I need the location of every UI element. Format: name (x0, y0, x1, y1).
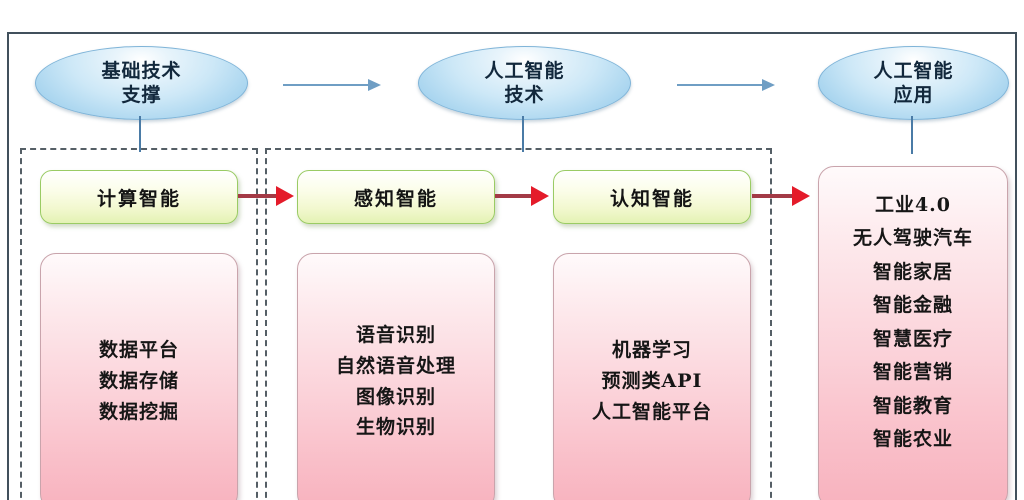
detail-list-cognition: 机器学习预测类API 人工智能平台 (592, 335, 712, 427)
detail-list-perception: 语音识别自然语音处理图像识别生物识别 (336, 320, 456, 443)
ellipse-technology-line1: 人工智能 (484, 59, 565, 82)
ellipse-technology-line2: 技术 (504, 84, 545, 106)
detail-list-computing: 数据平台数据存储数据挖掘 (99, 335, 179, 427)
capability-label-cognition: 认知智能 (609, 187, 694, 210)
detail-box-cognition[interactable]: 机器学习预测类API 人工智能平台 (553, 253, 751, 500)
arrow-foundation-to-technology-icon (283, 79, 381, 91)
detail-item: 智能农业 (872, 428, 953, 451)
detail-list-application: 工业4.0 无人驾驶汽车智能家居智能金融智慧医疗智能营销智能教育智能农业 (853, 189, 973, 457)
detail-item: 机器学习 (611, 339, 692, 362)
ellipse-application-line1: 人工智能 (873, 59, 954, 82)
capability-label-perception: 感知智能 (353, 187, 438, 210)
arrow-perception-to-cognition-icon (495, 186, 549, 206)
detail-item: 智能金融 (872, 294, 953, 317)
detail-item: 语音识别 (355, 323, 436, 346)
connector-stem-application (911, 116, 913, 154)
capability-label-computing: 计算智能 (96, 187, 181, 210)
capability-box-computing-intelligence[interactable]: 计算智能 (40, 170, 238, 224)
detail-item: 数据挖掘 (98, 400, 179, 423)
detail-item: 智能教育 (872, 394, 953, 417)
detail-box-computing[interactable]: 数据平台数据存储数据挖掘 (40, 253, 238, 500)
detail-item: 人工智能平台 (591, 400, 712, 423)
connector-stem-foundation (139, 116, 141, 152)
detail-item: 无人驾驶汽车 (852, 227, 973, 250)
arrow-technology-to-application-icon (677, 79, 775, 91)
detail-box-perception[interactable]: 语音识别自然语音处理图像识别生物识别 (297, 253, 495, 500)
ellipse-application-line2: 应用 (893, 84, 934, 106)
arrow-cognition-to-application-icon (752, 186, 810, 206)
ellipse-ai-technology[interactable]: 人工智能 技术 (418, 46, 631, 120)
detail-item: 智慧医疗 (872, 327, 953, 350)
dashed-region-technology (265, 148, 772, 500)
detail-item: 自然语音处理 (335, 354, 456, 377)
detail-item: 生物识别 (355, 416, 436, 439)
capability-box-cognition-intelligence[interactable]: 认知智能 (553, 170, 751, 224)
detail-item: 图像识别 (355, 385, 436, 408)
ellipse-ai-application[interactable]: 人工智能 应用 (818, 46, 1009, 120)
detail-item: 数据平台 (98, 339, 179, 362)
arrow-computing-to-perception-icon (238, 186, 294, 206)
ellipse-foundation-line1: 基础技术 (101, 59, 182, 82)
capability-box-perception-intelligence[interactable]: 感知智能 (297, 170, 495, 224)
detail-item: 数据存储 (98, 370, 179, 393)
detail-item: 智能营销 (872, 361, 953, 384)
detail-item: 智能家居 (872, 260, 953, 283)
detail-item: 预测类API (601, 370, 703, 393)
ellipse-foundation-line2: 支撑 (121, 84, 162, 106)
connector-stem-technology (522, 116, 524, 152)
detail-box-application[interactable]: 工业4.0 无人驾驶汽车智能家居智能金融智慧医疗智能营销智能教育智能农业 (818, 166, 1008, 500)
ellipse-foundation-technology-support[interactable]: 基础技术 支撑 (35, 46, 248, 120)
detail-item: 工业4.0 (874, 194, 952, 216)
